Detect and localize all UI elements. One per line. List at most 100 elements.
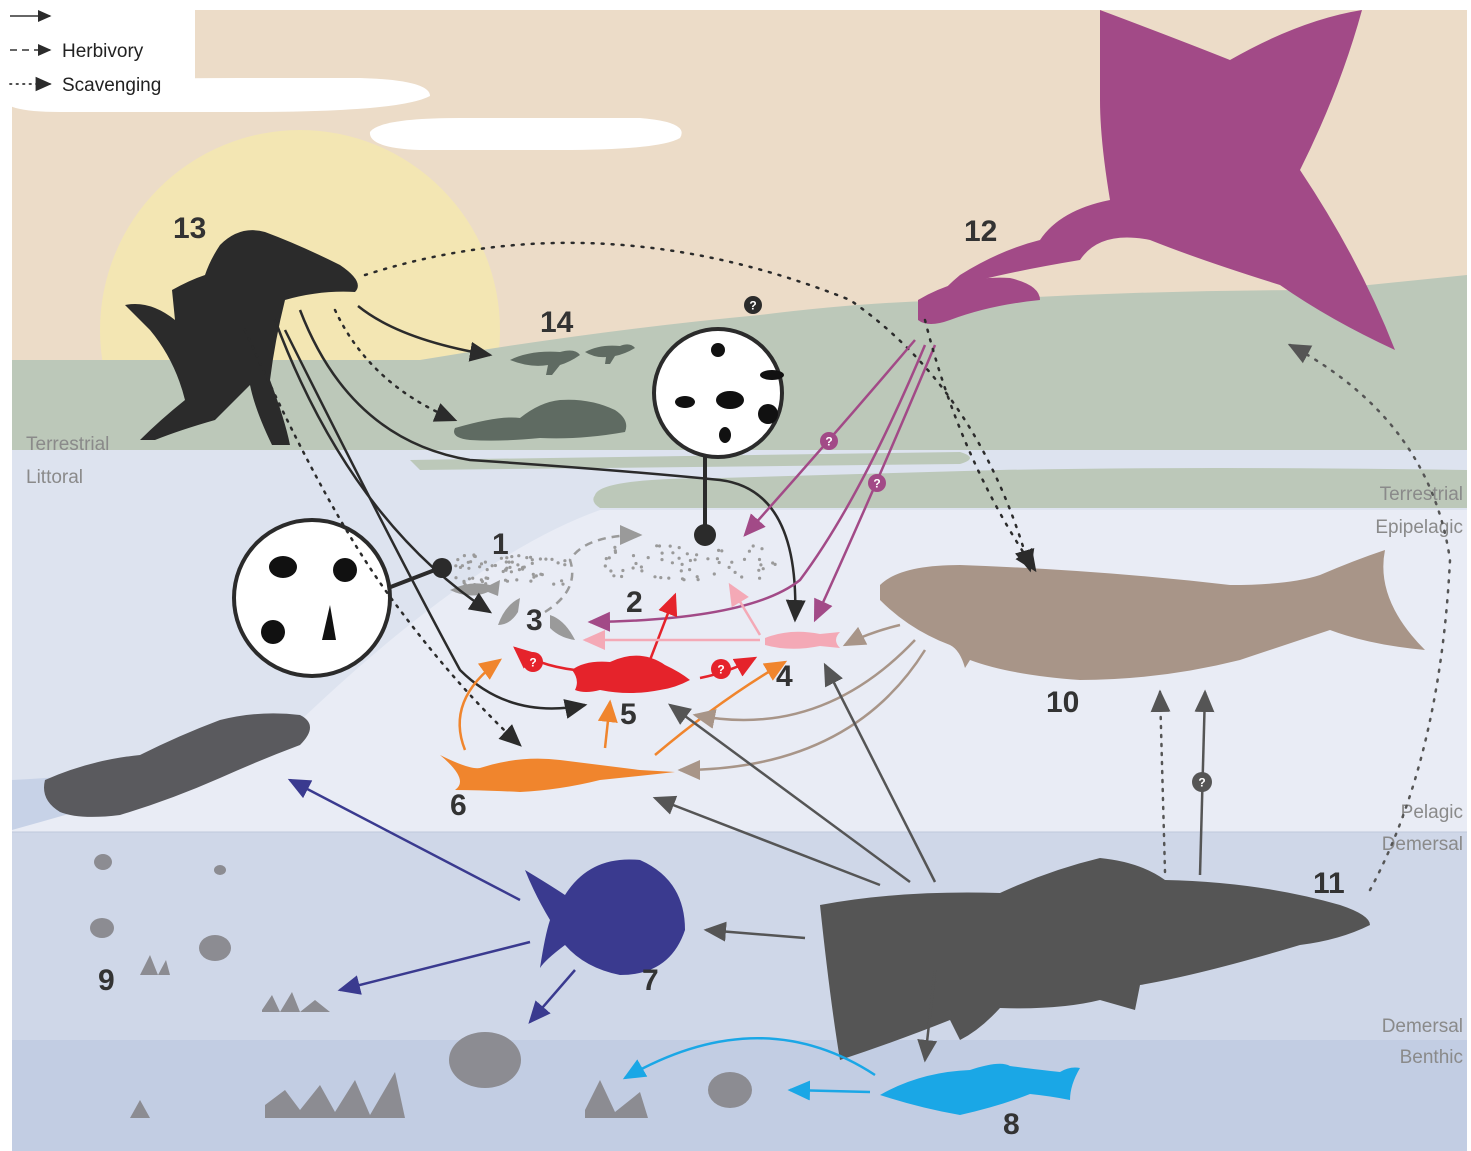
zooplankton-5 [758,404,778,424]
plankton-dot [621,569,624,572]
node-label-4: 4 [776,660,793,693]
plankton-dot [706,557,709,560]
zone-label-benthic: Benthic [1400,1047,1463,1068]
plankton-dot [640,565,643,568]
plankton-dot [531,562,534,565]
plankton-dot [762,567,765,570]
node-label-9: 9 [98,964,115,997]
plankton-dot [718,561,721,564]
zone-label-demersal-lower: Demersal [1382,1016,1463,1037]
node-label-11: 11 [1313,867,1345,900]
plankton-dot [757,569,760,572]
plankton-dot [604,564,607,567]
plankton-dot [521,568,524,571]
plankton-dot [561,583,564,586]
plankton-dot [563,563,566,566]
plankton-dot [464,583,467,586]
plankton-dot [468,577,471,580]
zooplankton-4 [760,370,784,380]
plankton-dot [682,578,685,581]
plankton-dot [454,576,457,579]
node-label-12: 12 [964,215,997,248]
legend: Herbivory Scavenging [0,0,195,102]
plankton-dot [653,575,656,578]
plankton-dot [552,583,555,586]
plankton-dot [743,558,746,561]
zooplankton-1 [711,343,725,357]
zooplankton-6 [719,427,731,443]
plankton-dot [695,553,698,556]
plankton-dot [529,580,532,583]
plankton-dot [678,557,681,560]
plankton-dot [518,568,521,571]
plankton-dot [669,545,672,548]
phytoplankton-2 [333,558,357,582]
zone-label-epipelagic: Epipelagic [1375,517,1463,538]
plankton-dot [532,573,535,576]
node-label-6: 6 [450,789,467,822]
plankton-dot [480,562,483,565]
plankton-dot [531,558,534,561]
zone-label-terrestrial-left: Terrestrial [26,434,109,455]
uncertain-marker-12-b: ? [868,474,886,492]
phytoplankton-1 [269,556,297,578]
plankton-dot [539,557,542,560]
plankton-dot [730,561,733,564]
plankton-dot [560,579,563,582]
plankton-dot [686,552,689,555]
plankton-dot [510,555,513,558]
plankton-dot [469,560,472,563]
plankton-dot [716,557,719,560]
plankton-dot [494,564,497,567]
plankton-dot [620,575,623,578]
zooplankton-3 [716,391,744,409]
plankton-dot [771,561,774,564]
plankton-dot [508,566,511,569]
crab-small-3 [94,854,112,870]
plankton-dot [667,577,670,580]
plankton-dot [678,546,681,549]
plankton-dot [632,554,635,557]
plankton-dot [467,567,470,570]
plankton-dot [608,556,611,559]
plankton-dot [740,575,743,578]
plankton-dot [734,571,737,574]
plankton-dot [614,551,617,554]
plankton-dot [760,547,763,550]
node-label-2: 2 [626,586,643,619]
plankton-dot [480,578,483,581]
plankton-dot [758,577,761,580]
plankton-dot [544,558,547,561]
node-label-8: 8 [1003,1108,1020,1141]
plankton-dot [697,578,700,581]
crab-large [449,1032,521,1088]
uncertain-marker-13-to-10: ? [744,296,762,314]
plankton-dot [609,569,612,572]
zone-label-littoral: Littoral [26,467,83,488]
plankton-dot [659,576,662,579]
plankton-dot [535,574,538,577]
plankton-dot [681,563,684,566]
node-label-1: 1 [492,528,509,561]
crab-small-2 [90,918,114,938]
crab-small-1 [199,935,231,961]
plankton-dot [563,559,566,562]
plankton-dot [655,544,658,547]
plankton-dot [471,577,474,580]
uncertain-marker-5-to-4: ? [711,659,731,679]
plankton-dot [748,550,751,553]
plankton-dot [525,556,528,559]
plankton-dot [613,546,616,549]
plankton-dot [658,544,661,547]
plankton-dot [550,558,553,561]
plankton-dot [696,575,699,578]
plankton-dot [713,572,716,575]
uncertain-text: ? [825,435,832,449]
uncertain-text: ? [717,663,724,677]
plankton-dot [671,561,674,564]
plankton-dot [506,580,509,583]
plankton-dot [728,566,731,569]
node-label-14: 14 [540,306,574,339]
plankton-dot [473,583,476,586]
plankton-dot [511,561,514,564]
